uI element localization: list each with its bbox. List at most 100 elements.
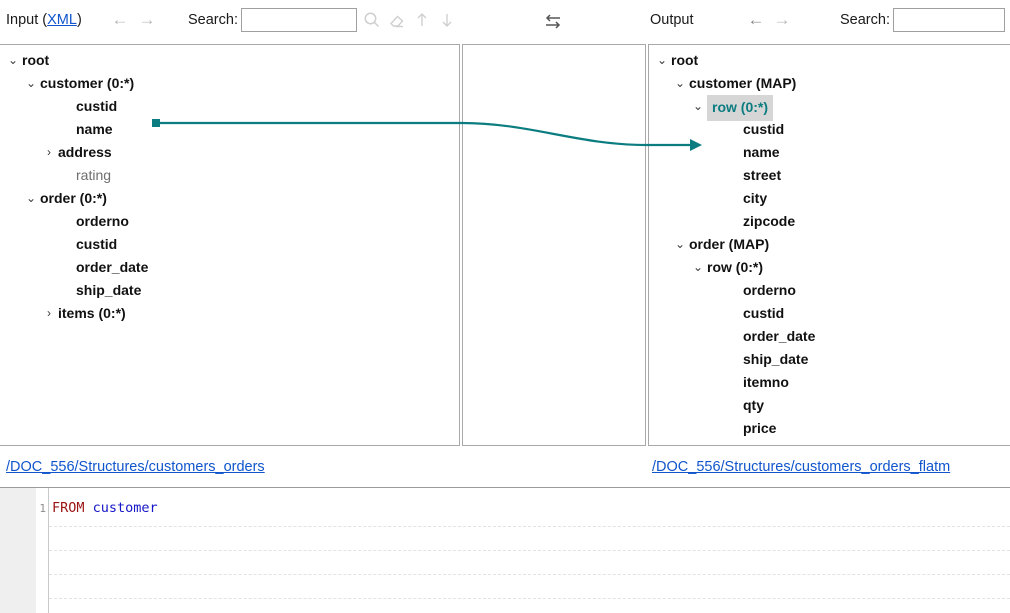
arrow-up-icon[interactable]	[412, 10, 432, 30]
input-tree-node-label: customer (0:*)	[40, 75, 135, 91]
input-tree-node[interactable]: order_date	[0, 256, 459, 279]
output-tree-node[interactable]: itemno	[649, 371, 1010, 394]
output-tree-node[interactable]: name	[649, 141, 1010, 164]
input-tree-node-label: address	[58, 144, 112, 160]
mapping-link-panel[interactable]	[462, 44, 646, 446]
input-tree-node[interactable]: orderno	[0, 210, 459, 233]
output-forward-button[interactable]: →	[773, 10, 791, 29]
input-tree-node-label: custid	[76, 236, 118, 252]
input-tree-node-label: name	[76, 121, 113, 137]
chevron-down-icon[interactable]: ⌄	[25, 191, 37, 205]
input-tree-node[interactable]: ship_date	[0, 279, 459, 302]
chevron-right-icon[interactable]: ›	[47, 145, 51, 159]
output-tree-node[interactable]: custid	[649, 118, 1010, 141]
output-tree-node[interactable]: ship_date	[649, 348, 1010, 371]
chevron-down-icon[interactable]: ⌄	[25, 76, 37, 90]
output-tree-node[interactable]: ⌄order (MAP)	[649, 233, 1010, 256]
input-tree-node[interactable]: custid	[0, 95, 459, 118]
search-icon[interactable]	[362, 10, 382, 30]
input-tree-node-label: orderno	[76, 213, 129, 229]
input-title-paren: )	[76, 12, 82, 28]
input-search-input[interactable]	[241, 8, 357, 32]
chevron-down-icon[interactable]: ⌄	[656, 53, 668, 67]
output-tree-node[interactable]: custid	[649, 302, 1010, 325]
input-tree-node-label: items (0:*)	[58, 305, 126, 321]
output-tree-node-label: street	[743, 167, 782, 183]
input-tree-node[interactable]: custid	[0, 233, 459, 256]
editor-code-line[interactable]: FROM customer	[52, 498, 158, 519]
output-search-label: Search:	[840, 12, 890, 28]
output-tree-node-label: qty	[743, 397, 764, 413]
output-tree-node[interactable]: orderno	[649, 279, 1010, 302]
input-tree-node[interactable]: name	[0, 118, 459, 141]
output-tree-node-label: itemno	[743, 374, 789, 390]
output-tree-node-label: order_date	[743, 328, 816, 344]
output-tree-node-label: order (MAP)	[689, 236, 770, 252]
code-space	[85, 500, 93, 516]
input-tree-node-label: order_date	[76, 259, 149, 275]
chevron-down-icon[interactable]: ⌄	[692, 260, 704, 274]
toolbar: Input (XML) ← → Search:	[0, 0, 1010, 42]
chevron-down-icon[interactable]: ⌄	[7, 53, 19, 67]
output-back-button[interactable]: ←	[747, 10, 765, 29]
input-tree-node[interactable]: ⌄customer (0:*)	[0, 72, 459, 95]
output-tree-node-label: custid	[743, 121, 785, 137]
sql-keyword-from: FROM	[52, 500, 85, 516]
input-tree-node[interactable]: ⌄order (0:*)	[0, 187, 459, 210]
input-tree-node[interactable]: rating	[0, 164, 459, 187]
editor-gutter-separator	[48, 488, 49, 613]
editor-line-number: 1	[39, 502, 46, 515]
output-tree-node[interactable]: ⌄customer (MAP)	[649, 72, 1010, 95]
input-format-link[interactable]: XML	[47, 12, 77, 28]
chevron-down-icon[interactable]: ⌄	[674, 76, 686, 90]
editor-guide-line	[49, 574, 1010, 575]
output-tree-node-label: price	[743, 420, 777, 436]
chevron-down-icon[interactable]: ⌄	[692, 99, 704, 113]
input-tree-node-label: ship_date	[76, 282, 142, 298]
output-structure-path-link[interactable]: /DOC_556/Structures/customers_orders_fla…	[652, 459, 951, 475]
output-tree-node-label: city	[743, 190, 768, 206]
input-tree-node-label: order (0:*)	[40, 190, 107, 206]
output-tree-node[interactable]: qty	[649, 394, 1010, 417]
output-tree-node[interactable]: street	[649, 164, 1010, 187]
output-tree-node[interactable]: price	[649, 417, 1010, 440]
input-forward-button[interactable]: →	[138, 10, 156, 29]
output-tree-node[interactable]: ⌄row (0:*)	[649, 256, 1010, 279]
output-tree-node-label: custid	[743, 305, 785, 321]
sql-code-editor[interactable]: 1 FROM customer	[0, 487, 1010, 613]
arrow-down-icon[interactable]	[437, 10, 457, 30]
input-tree-node-label: root	[22, 52, 50, 68]
output-tree-node-label: root	[671, 52, 699, 68]
output-tree-node[interactable]: city	[649, 187, 1010, 210]
chevron-down-icon[interactable]: ⌄	[674, 237, 686, 251]
input-tree-node[interactable]: › address	[0, 141, 459, 164]
output-tree-node[interactable]: order_date	[649, 325, 1010, 348]
input-tree-node[interactable]: › items (0:*)	[0, 302, 459, 325]
output-tree-node-label: name	[743, 144, 780, 160]
output-tree-node[interactable]: zipcode	[649, 210, 1010, 233]
output-panel-title: Output	[650, 12, 694, 28]
editor-guide-line	[49, 550, 1010, 551]
output-tree-node-label: row (0:*)	[707, 95, 773, 121]
output-tree-node-label: customer (MAP)	[689, 75, 797, 91]
swap-icon[interactable]	[542, 11, 564, 31]
input-tree-node-label: rating	[76, 167, 112, 183]
output-tree-node[interactable]: ⌄row (0:*)	[649, 95, 1010, 121]
eraser-icon[interactable]	[387, 10, 407, 30]
editor-gutter[interactable]	[0, 488, 36, 613]
input-tree-node[interactable]: ⌄root	[0, 49, 459, 72]
input-structure-path-link[interactable]: /DOC_556/Structures/customers_orders	[6, 459, 265, 475]
input-panel-title: Input (XML)	[6, 12, 82, 28]
output-tree-node-label: row (0:*)	[707, 259, 763, 275]
output-tree-node-label: zipcode	[743, 213, 796, 229]
output-search-input[interactable]	[893, 8, 1005, 32]
output-tree-node[interactable]: ⌄root	[649, 49, 1010, 72]
chevron-right-icon[interactable]: ›	[47, 306, 51, 320]
input-search-label: Search:	[188, 12, 238, 28]
input-back-button[interactable]: ←	[111, 10, 129, 29]
